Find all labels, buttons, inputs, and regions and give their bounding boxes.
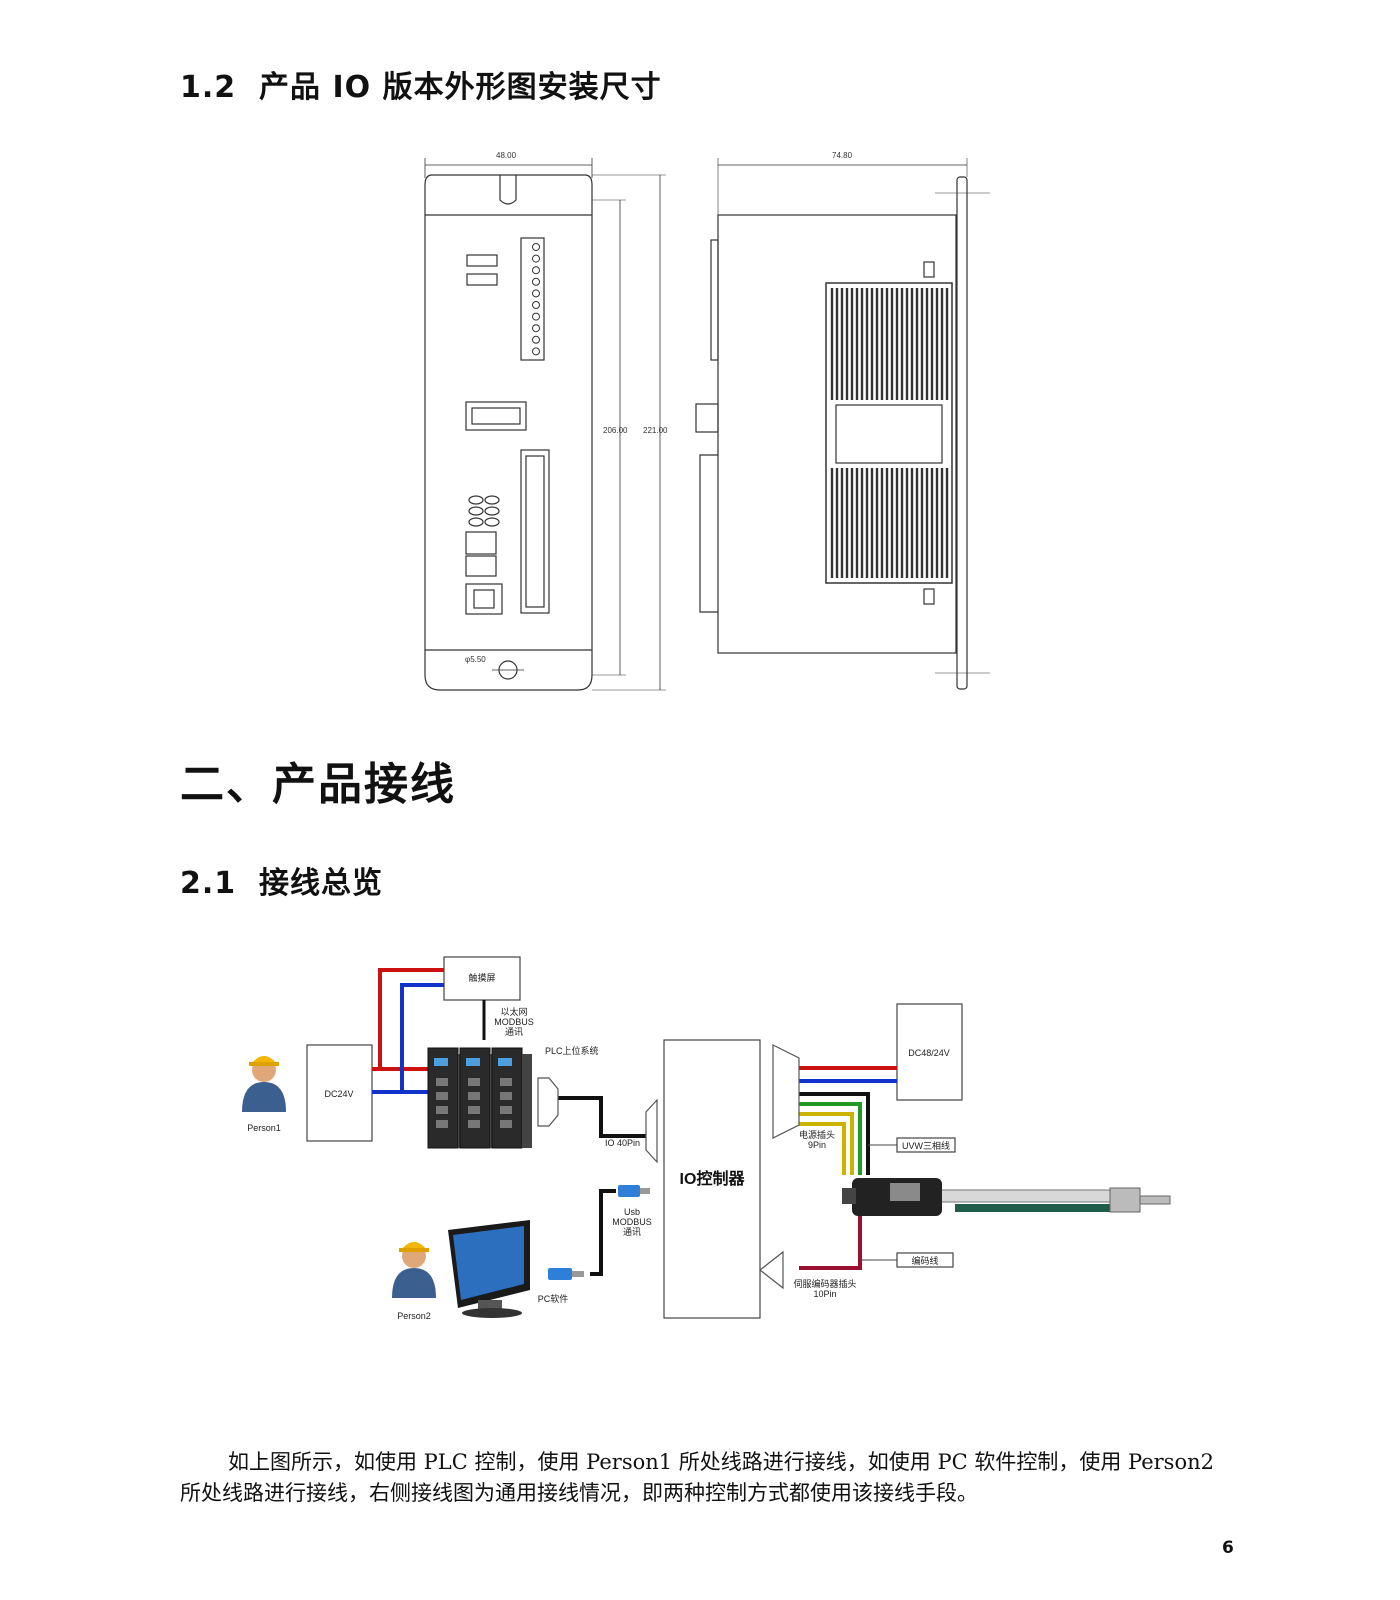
dc48-box (896, 1003, 963, 1101)
body-paragraph: 如上图所示，如使用 PLC 控制，使用 Person1 所处线路进行接线，如使用… (180, 1447, 1240, 1509)
terminal-hole (532, 301, 540, 309)
touchscreen-label: 触摸屏 (468, 972, 495, 983)
dim-height-inner-label: 206.00 (603, 426, 628, 435)
usb-icon (548, 1185, 650, 1280)
encoder-line-label: 编码线 (911, 1255, 938, 1266)
dim-hole-label: φ5.50 (465, 655, 486, 664)
encoder-plug-label-1: 伺服编码器插头 (793, 1278, 856, 1289)
dc24v-label: DC24V (324, 1089, 353, 1099)
terminal-hole (532, 312, 540, 321)
terminal-hole (532, 266, 540, 275)
section-heading-2-1: 2.1 接线总览 (180, 858, 383, 902)
terminal-hole (532, 335, 540, 344)
power-plug-label-1: 电源插头 (799, 1129, 835, 1140)
dim-depth-label: 74.80 (832, 151, 853, 160)
section-number: 1.2 (180, 70, 237, 105)
dc48-label: DC48/24V (908, 1048, 950, 1058)
ethernet-label-1: 以太网 (500, 1006, 527, 1017)
plc-drive (491, 1047, 532, 1149)
pc-software-label: PC软件 (538, 1293, 569, 1304)
io-controller-label: IO控制器 (680, 1169, 746, 1188)
terminal-hole (532, 277, 540, 286)
person1-icon (242, 1056, 286, 1112)
dim-width-label: 48.00 (496, 151, 517, 160)
plc-drives (427, 1047, 532, 1149)
usb-label-3: 通讯 (623, 1227, 641, 1237)
section-heading-1-2: 1.2 产品 IO 版本外形图安装尺寸 (180, 62, 662, 106)
ethernet-label-3: 通讯 (505, 1027, 523, 1037)
actuator-icon (842, 1178, 1171, 1216)
usb-label-1: Usb (624, 1207, 640, 1217)
outline-drawing: 48.00 74.80 206.00 221.00 φ5.50 (424, 151, 990, 691)
power-plug-label-2: 9Pin (808, 1140, 826, 1150)
usb-label-2: MODBUS (612, 1217, 652, 1227)
ethernet-label-2: MODBUS (494, 1017, 534, 1027)
encoder-plug-label-2: 10Pin (813, 1289, 836, 1299)
dim-height-outer-label: 221.00 (643, 426, 668, 435)
touchscreen-box (443, 956, 521, 1001)
section-title: 产品 IO 版本外形图安装尺寸 (259, 70, 662, 105)
terminal-hole (532, 324, 540, 333)
person2-icon (392, 1242, 436, 1298)
page-number: 6 (1222, 1538, 1234, 1558)
wiring-diagram: 触摸屏 以太网 MODBUS 通讯 PLC上位系统 DC24V Person1 … (242, 956, 1171, 1321)
io40pin-label: IO 40Pin (605, 1138, 640, 1148)
section-title: 接线总览 (259, 866, 384, 901)
io-controller-box (663, 1039, 761, 1319)
section-number: 2.1 (180, 866, 237, 901)
terminal-hole (532, 289, 540, 298)
plc-label: PLC上位系统 (545, 1045, 599, 1056)
monitor-icon (448, 1220, 530, 1318)
uvw-label: UVW三相线 (902, 1140, 950, 1151)
person1-label: Person1 (247, 1123, 281, 1133)
body-line-1: 如上图所示，如使用 PLC 控制，使用 Person1 所处线路进行接线，如使用… (228, 1450, 1214, 1474)
chapter-heading: 二、产品接线 (180, 759, 456, 810)
person2-label: Person2 (397, 1311, 431, 1321)
body-line-2: 所处线路进行接线，右侧接线图为通用接线情况，即两种控制方式都使用该接线手段。 (180, 1481, 978, 1505)
terminal-hole (532, 254, 540, 263)
terminal-hole (532, 347, 540, 356)
terminal-hole (532, 243, 540, 251)
